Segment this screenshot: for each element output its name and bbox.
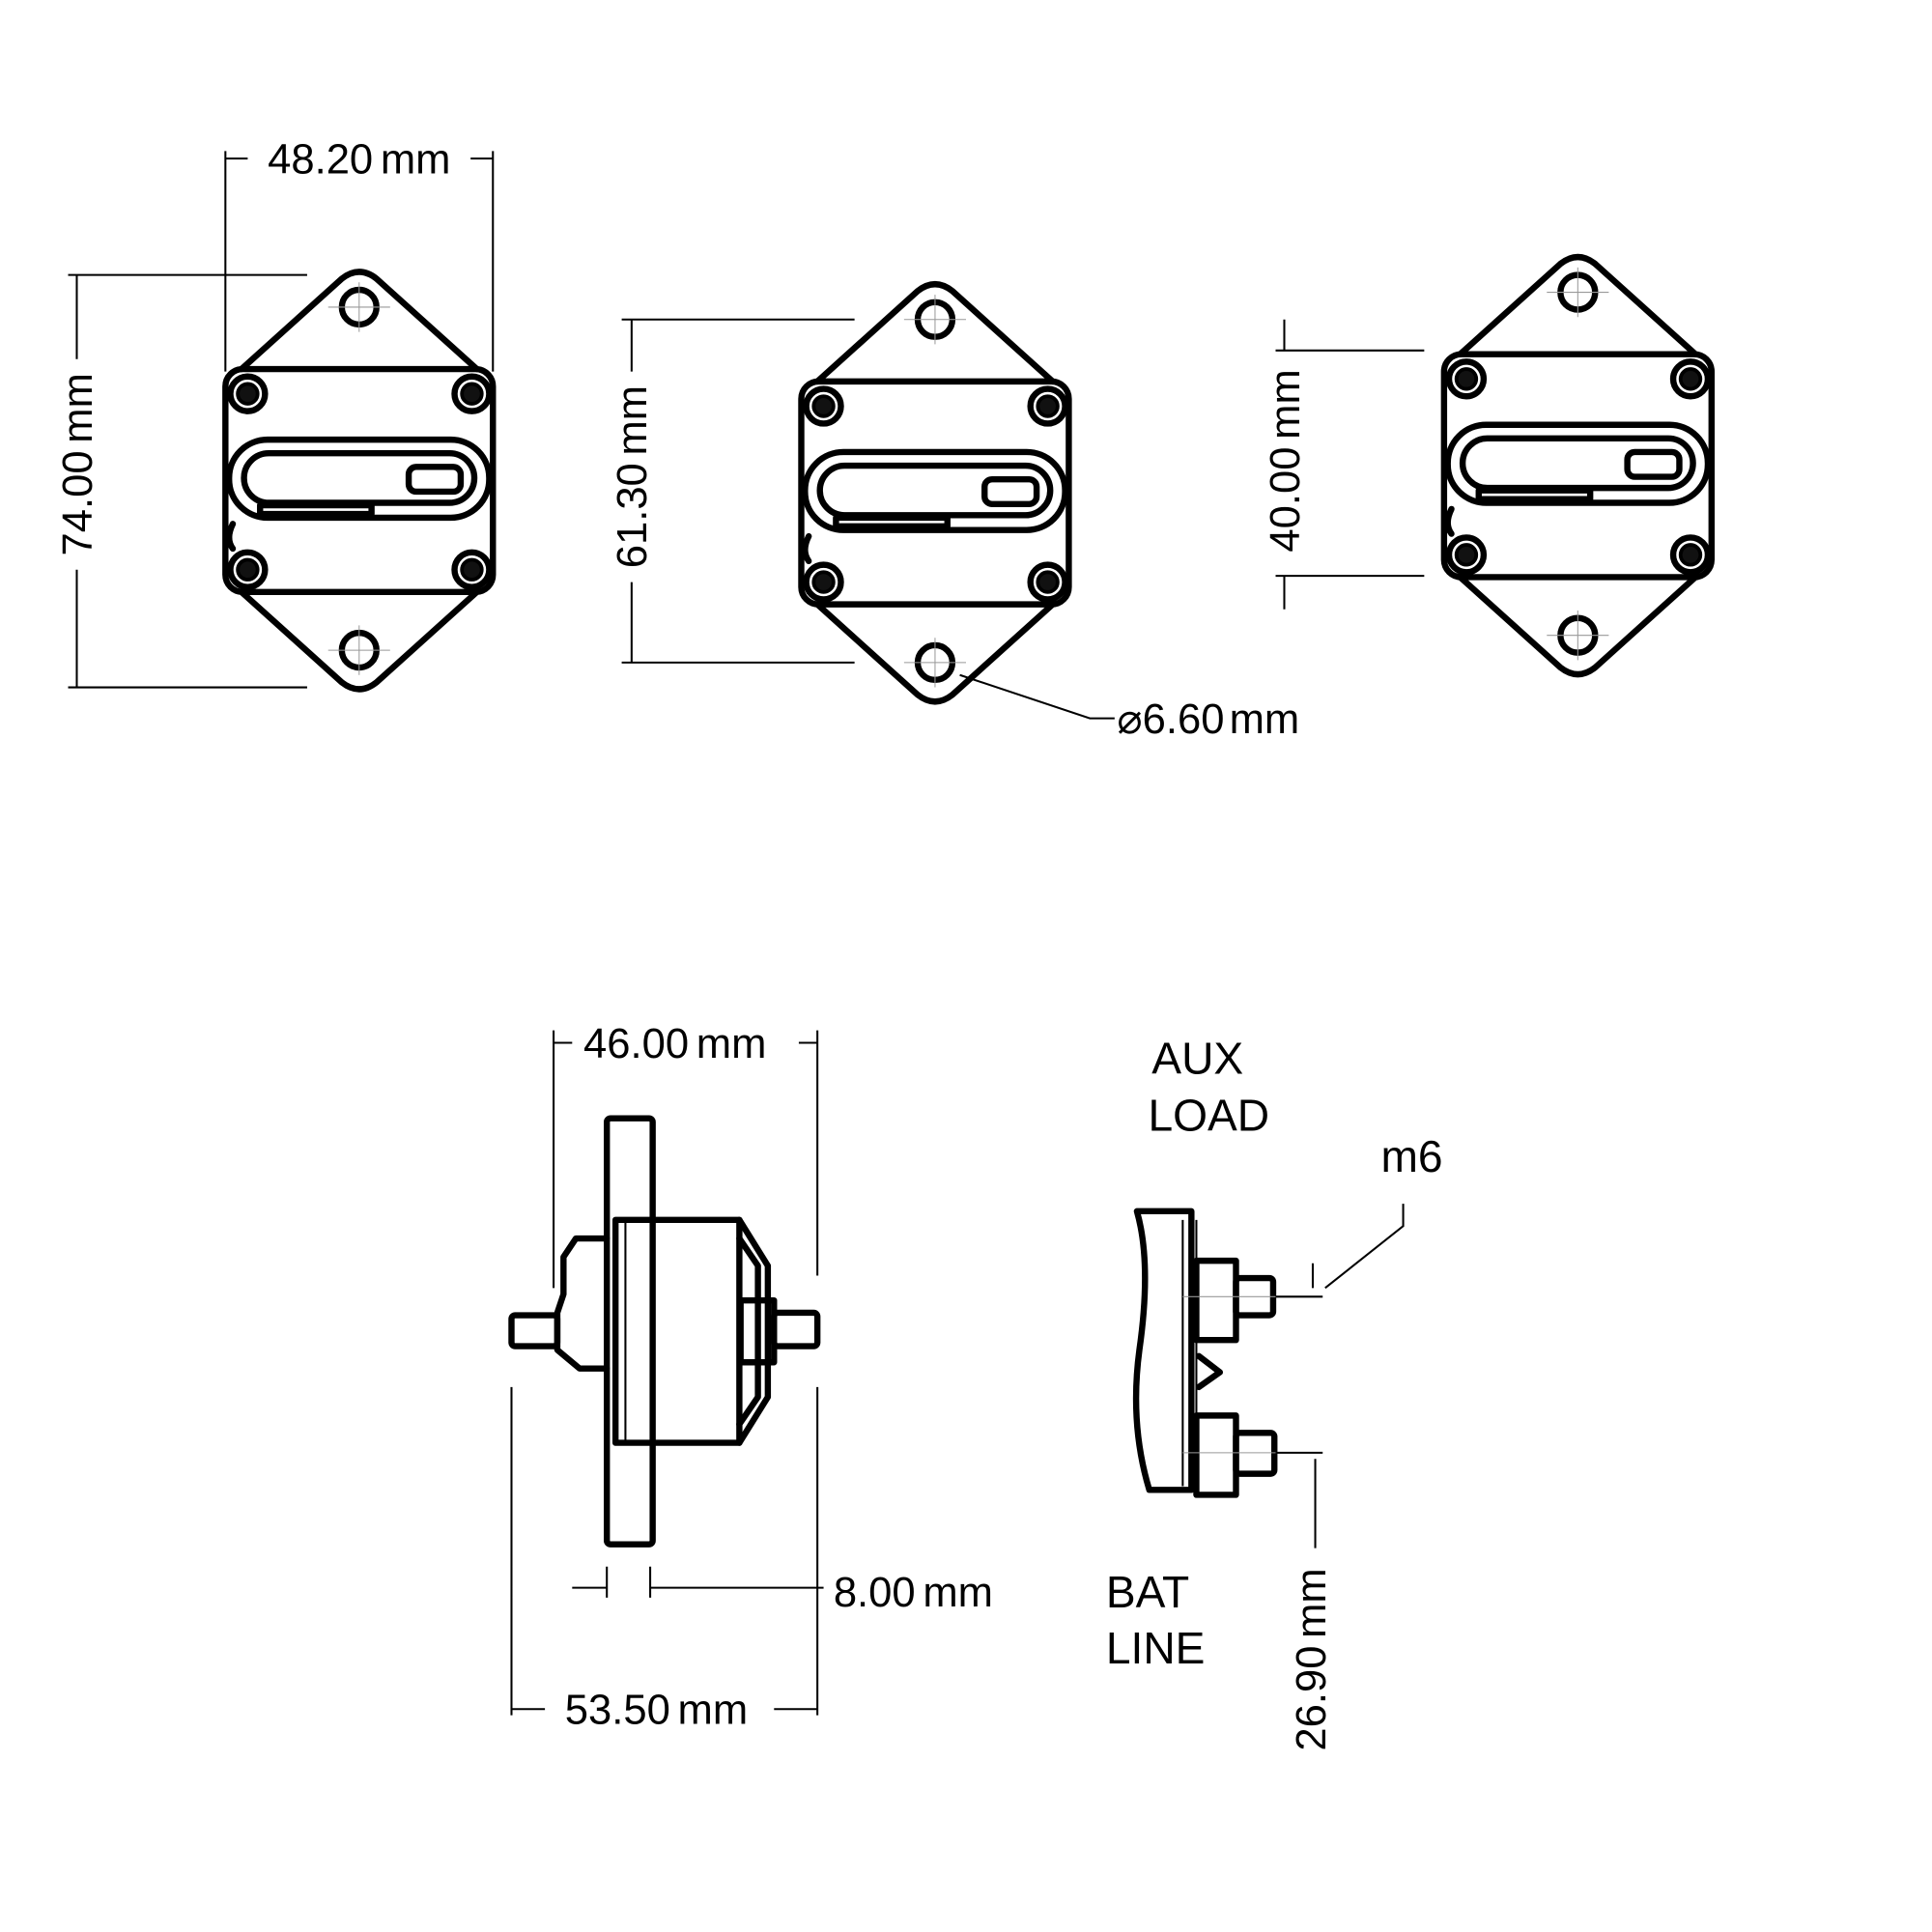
body-height-dimension: 40.00mm bbox=[1263, 369, 1309, 552]
stud-size-label: m6 bbox=[1380, 1131, 1442, 1181]
bat-label: BAT bbox=[1106, 1567, 1189, 1617]
mount-spacing-dimension: 61.30mm bbox=[610, 385, 656, 568]
aux-label: AUX bbox=[1151, 1034, 1243, 1084]
stud-spacing-dimension: 26.90mm bbox=[1289, 1568, 1335, 1750]
load-label: LOAD bbox=[1148, 1091, 1269, 1141]
terminal-view: AUX LOAD m6 BAT LINE 26.90mm bbox=[1106, 1034, 1443, 1751]
line-label: LINE bbox=[1106, 1623, 1206, 1673]
front-view-3: 40.00mm bbox=[1263, 257, 1712, 674]
height-dimension: 74.00mm bbox=[55, 373, 101, 555]
